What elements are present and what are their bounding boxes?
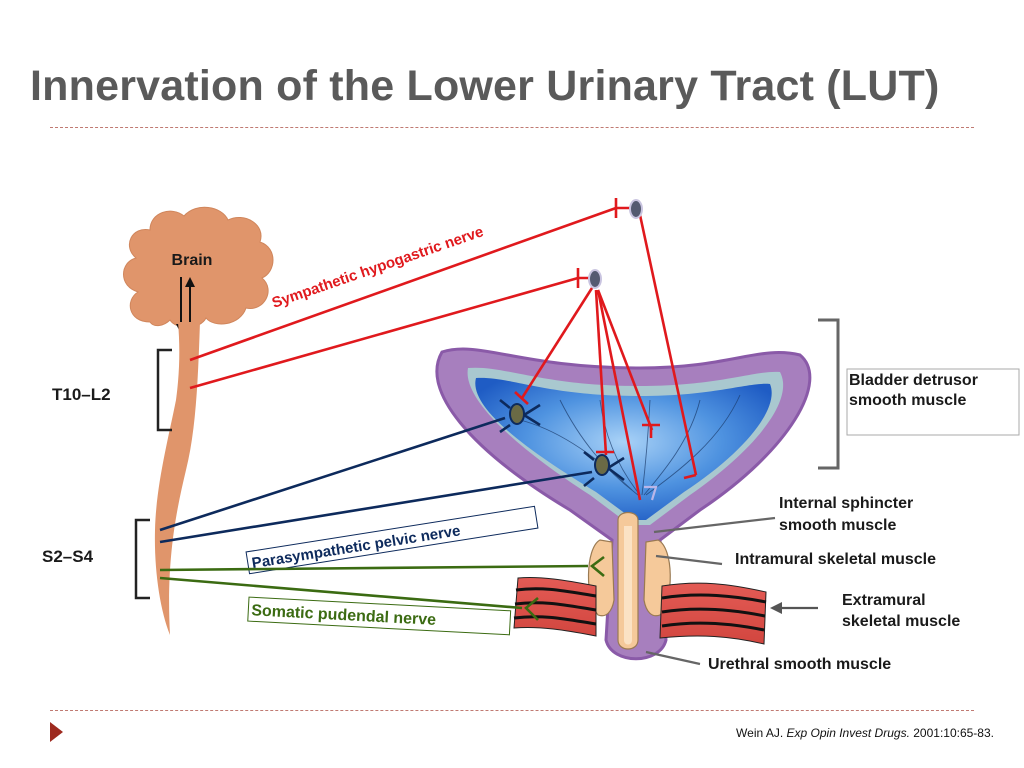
page-title: Innervation of the Lower Urinary Tract (…	[30, 62, 940, 110]
parasympathetic-label-box	[245, 505, 539, 575]
somatic-nerve	[159, 555, 605, 621]
sphincter-symbol-icon	[644, 485, 658, 501]
internal-sphincter-label-line2: smooth muscle	[779, 517, 896, 534]
urethra-lumen	[624, 526, 632, 645]
brain: Brain	[123, 206, 274, 334]
detrusor-bracket	[818, 318, 840, 470]
extramural-muscle-label-line2: skeletal muscle	[842, 613, 960, 630]
brain-label: Brain	[172, 252, 213, 269]
title-divider	[50, 127, 974, 128]
sympathetic-nerve-label: Sympathetic hypogastric nerve	[270, 223, 486, 312]
extramural-skeletal-muscle	[513, 577, 767, 645]
footer-divider	[50, 710, 974, 711]
t10-l2-bracket	[156, 348, 172, 432]
detrusor-label-box	[846, 368, 1020, 436]
internal-sphincter-label-line1: Internal sphincter	[779, 495, 913, 512]
parasympathetic-ganglion-upper	[509, 403, 525, 425]
somatic-label-box	[247, 596, 512, 636]
bladder-lumen	[475, 377, 772, 520]
spinal-cord	[154, 322, 200, 635]
detrusor-fibers	[519, 394, 741, 496]
intramural-muscle-label: Intramural skeletal muscle	[735, 551, 936, 568]
t10-l2-label: T10–L2	[52, 385, 111, 404]
citation-journal: Exp Opin Invest Drugs.	[786, 726, 910, 740]
citation-author: Wein AJ.	[736, 726, 784, 740]
slide-marker-icon	[50, 722, 63, 742]
s2-s4-label: S2–S4	[42, 547, 94, 566]
parasympathetic-nerve	[159, 398, 625, 544]
callout-lines	[645, 516, 776, 666]
detrusor-label-line2: smooth muscle	[849, 392, 966, 409]
bladder	[435, 347, 812, 661]
citation-details: 2001:10:65-83.	[913, 726, 994, 740]
citation: Wein AJ. Exp Opin Invest Drugs. 2001:10:…	[736, 726, 994, 740]
urethral-muscle-label: Urethral smooth muscle	[708, 656, 891, 673]
sympathetic-ganglion-upper	[629, 199, 643, 219]
sympathetic-ganglion-lower	[588, 269, 602, 289]
detrusor-label-line1: Bladder detrusor	[849, 372, 978, 389]
sympathetic-nerve	[189, 198, 698, 501]
parasympathetic-ganglion-lower	[594, 454, 610, 476]
s2-s4-bracket	[134, 518, 150, 600]
extramural-muscle-label-line1: Extramural	[842, 592, 926, 609]
extramural-arrow-icon	[770, 602, 818, 614]
